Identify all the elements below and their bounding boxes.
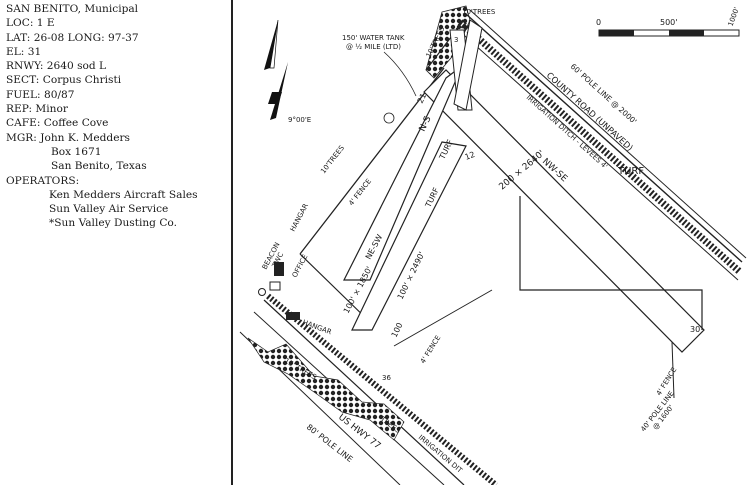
magnetic-variation: 9°00'E [288, 116, 311, 124]
north-arrow-icon: 9°00'E [264, 19, 311, 124]
operator-2: Sun Valley Air Service [49, 203, 169, 216]
water-tank-line2: @ ½ MILE (LTD) [346, 43, 401, 51]
fuel: FUEL: 80/87 [6, 88, 75, 101]
office-building [269, 281, 281, 291]
beacon-icon [258, 288, 266, 296]
rwy-num-36: 36 [382, 374, 391, 382]
pole-line-right: 40' POLE LINE @ 1600' [639, 390, 675, 434]
rwy-num-30: 30 [690, 325, 700, 334]
scale-end: 1000' [727, 6, 741, 27]
manager-address-1: Box 1671 [51, 145, 102, 158]
scale-zero: 0 [596, 18, 601, 27]
fence-left-label: 4' FENCE [347, 177, 373, 207]
lat-long: LAT: 26-08 LONG: 97-37 [6, 31, 139, 44]
tree-line-bottom [247, 337, 405, 441]
operator-1: Ken Medders Aircraft Sales [49, 188, 198, 201]
turf-main-label: TURF [617, 166, 644, 177]
elevation: EL: 31 [6, 45, 42, 58]
fence-mid-label: 4' FENCE [419, 334, 443, 365]
manager-address-2: San Benito, Texas [51, 160, 147, 173]
rwy-num-21: 21 [416, 92, 429, 105]
hangar-top-label: HANGAR [289, 202, 310, 233]
scale-mid: 500' [660, 18, 677, 27]
airport-info: SAN BENITO, Municipal LOC: 1 E LAT: 26-0… [6, 2, 230, 231]
airport-name: SAN BENITO, Municipal [6, 3, 139, 15]
manager: MGR: John K. Medders [6, 131, 130, 144]
water-tank-line1: 150' WATER TANK [342, 34, 405, 42]
cafe: CAFE: Coffee Cove [6, 117, 109, 130]
operator-3: *Sun Valley Dusting Co. [49, 217, 177, 230]
rwy-num-100: 100 [390, 321, 405, 339]
airport-diagram: 0 500' 1000' 9°00'E 10'TREES 10'TREES 60… [234, 0, 749, 485]
trees-top-label: 10'TREES [462, 8, 496, 16]
sectional: SECT: Corpus Christi [6, 74, 122, 87]
location: LOC: 1 E [6, 17, 55, 30]
office-label: OFFICE [291, 253, 310, 279]
rwy-num-12: 12 [464, 150, 477, 162]
trees-left-label: 10'TREES [319, 144, 346, 176]
repair: REP: Minor [6, 103, 68, 116]
scale-bar: 0 500' 1000' [596, 6, 741, 37]
operators-heading: OPERATORS: [6, 174, 80, 187]
rwy-num-3: 3 [454, 36, 458, 44]
runways: TURF NW-SE 200 × 2640' N-S TURF TURF NE-… [342, 19, 705, 399]
airport-info-panel: SAN BENITO, Municipal LOC: 1 E LAT: 26-0… [0, 0, 233, 485]
water-tank-note: 150' WATER TANK @ ½ MILE (LTD) [342, 34, 417, 97]
buildings: HANGAR OFFICE BEACON TWC HANGAR [258, 202, 333, 336]
hangar-top [274, 262, 284, 276]
runway-info: RNWY: 2640 sod L [6, 60, 107, 73]
airport-diagram-svg: 0 500' 1000' 9°00'E 10'TREES 10'TREES 60… [239, 5, 747, 485]
